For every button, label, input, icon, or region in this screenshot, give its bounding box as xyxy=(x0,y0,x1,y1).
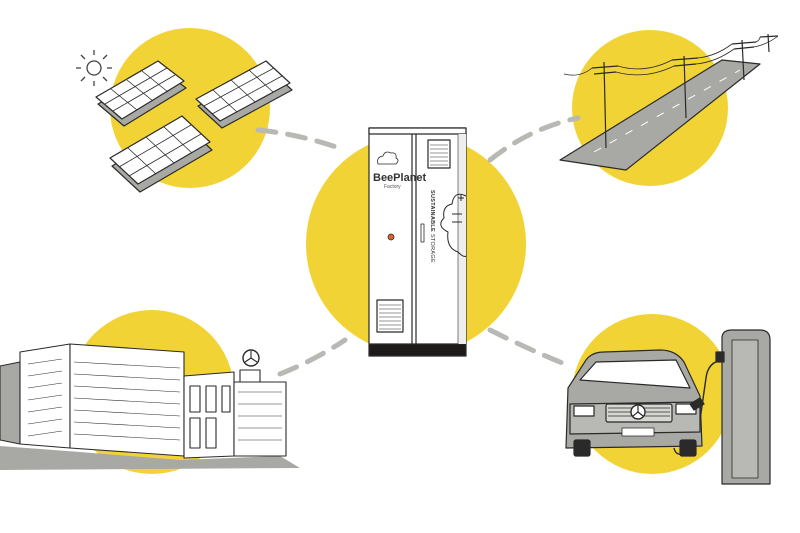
storage-cabinet-icon xyxy=(368,127,467,357)
brand-name: BeePlanet xyxy=(373,172,427,184)
brand-logo-icon xyxy=(377,151,399,165)
solar-panels-icon xyxy=(76,50,293,193)
brand-subtitle: Factory xyxy=(384,184,401,190)
cabinet-label-bold: SUSTAINABLE xyxy=(429,190,435,232)
plug-drawing-icon xyxy=(440,193,467,257)
star-emblem-icon xyxy=(242,349,260,367)
electric-van-icon xyxy=(565,349,705,457)
door-handle-icon xyxy=(420,223,425,243)
top-vent-icon xyxy=(427,139,451,169)
connector-ev xyxy=(487,327,568,367)
bottom-vent-icon xyxy=(376,299,404,333)
connector-lines xyxy=(255,115,581,377)
connector-grid xyxy=(487,115,581,163)
status-light-icon xyxy=(387,233,395,241)
cabinet-label-light: STORAGE xyxy=(429,234,435,263)
sun-icon xyxy=(76,50,112,86)
connector-solar xyxy=(255,127,348,153)
cabinet-label: SUSTAINABLE STORAGE xyxy=(429,190,435,263)
connector-factory xyxy=(277,337,348,377)
ev-charger-icon xyxy=(565,329,771,485)
power-lines-icon xyxy=(559,33,779,171)
factory-icon xyxy=(0,343,300,470)
